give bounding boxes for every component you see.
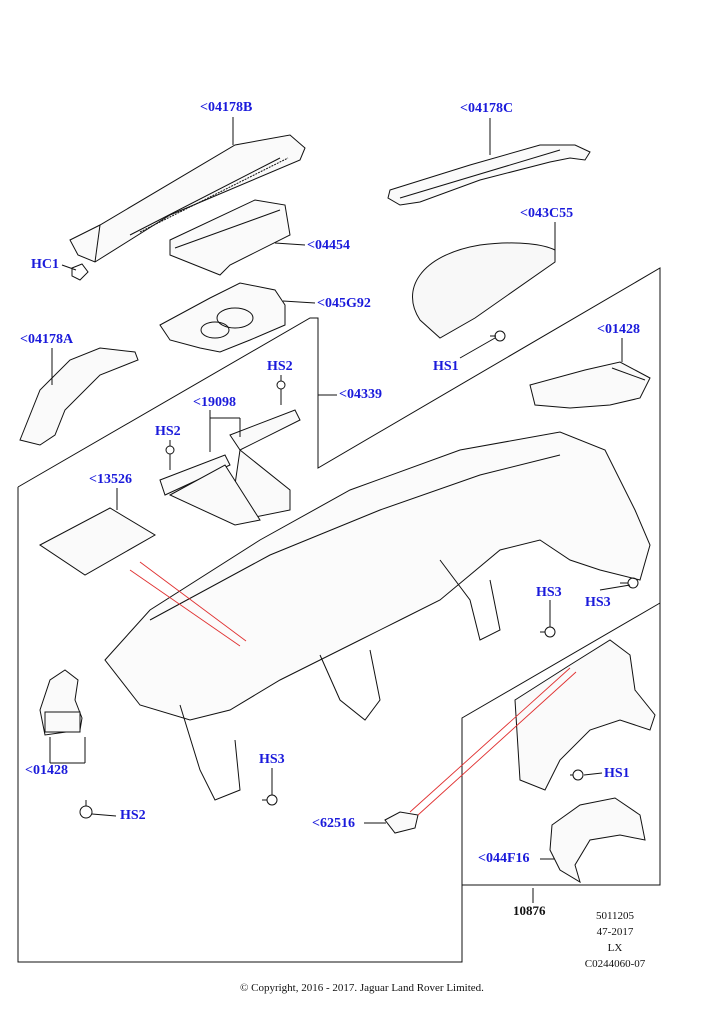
callout-HS1-low[interactable]: HS1 bbox=[604, 766, 630, 781]
callout-04178B[interactable]: <04178B bbox=[200, 100, 253, 115]
part-number-10876[interactable]: 10876 bbox=[513, 903, 546, 918]
trim-04178A[interactable] bbox=[19, 347, 139, 446]
cover-043C55[interactable] bbox=[412, 242, 556, 339]
callout-62516[interactable]: <62516 bbox=[312, 816, 355, 831]
callout-HS3-right[interactable]: HS3 bbox=[585, 595, 611, 610]
reference-line-3: LX bbox=[607, 942, 623, 954]
red-indicator-lines bbox=[129, 561, 577, 816]
callout-04178A[interactable]: <04178A bbox=[20, 332, 74, 347]
callout-044F16[interactable]: <044F16 bbox=[478, 851, 530, 866]
vent-01428-bottom[interactable] bbox=[39, 669, 83, 736]
callout-04454[interactable]: <04454 bbox=[307, 238, 350, 253]
top-strip-04178C[interactable] bbox=[387, 144, 591, 206]
bracket-19098[interactable] bbox=[159, 409, 301, 526]
callout-19098[interactable]: <19098 bbox=[193, 395, 236, 410]
switch-62516[interactable] bbox=[384, 811, 419, 834]
fastener-HS2-mid[interactable] bbox=[165, 445, 175, 470]
surround-10876[interactable] bbox=[514, 639, 656, 791]
callout-01428-top[interactable]: <01428 bbox=[597, 322, 640, 337]
reference-line-1: 5011205 bbox=[595, 910, 635, 922]
copyright-notice: © Copyright, 2016 - 2017. Jaguar Land Ro… bbox=[240, 982, 484, 994]
callout-HS2-top[interactable]: HS2 bbox=[267, 359, 293, 374]
callout-13526[interactable]: <13526 bbox=[89, 472, 132, 487]
callout-HS2-low[interactable]: HS2 bbox=[120, 808, 146, 823]
region-outline bbox=[17, 267, 661, 963]
fastener-HS1-top[interactable] bbox=[490, 330, 506, 342]
pad-13526[interactable] bbox=[39, 507, 156, 576]
lid-04454[interactable] bbox=[169, 199, 291, 276]
bracket-045G92[interactable] bbox=[159, 282, 286, 353]
callout-01428-bottom[interactable]: <01428 bbox=[25, 763, 68, 778]
fastener-HS3-low[interactable] bbox=[262, 794, 278, 806]
shroud-044F16[interactable] bbox=[549, 797, 646, 884]
fastener-HS2-low[interactable] bbox=[79, 800, 93, 819]
fastener-HS2-top[interactable] bbox=[276, 380, 286, 405]
reference-line-2: 47-2017 bbox=[596, 926, 634, 938]
callout-04339[interactable]: <04339 bbox=[339, 387, 382, 402]
reference-line-4: C0244060-07 bbox=[584, 958, 646, 970]
reference-block: 5011205 47-2017 LX C0244060-07 bbox=[555, 908, 675, 972]
callout-043C55[interactable]: <043C55 bbox=[520, 206, 574, 221]
vent-01428-top[interactable] bbox=[529, 361, 651, 409]
leader-lines bbox=[49, 117, 631, 903]
callout-HS3-low[interactable]: HS3 bbox=[259, 752, 285, 767]
callout-045G92[interactable]: <045G92 bbox=[317, 296, 371, 311]
callout-HC1[interactable]: HC1 bbox=[31, 257, 59, 272]
fastener-HS3-mid[interactable] bbox=[540, 626, 556, 638]
fastener-HS1-low[interactable] bbox=[570, 769, 584, 781]
callout-04178C[interactable]: <04178C bbox=[460, 101, 514, 116]
clip-HC1[interactable] bbox=[71, 263, 89, 281]
callout-HS1-top[interactable]: HS1 bbox=[433, 359, 459, 374]
top-cover-04178B[interactable] bbox=[69, 134, 306, 263]
callout-HS3-mid[interactable]: HS3 bbox=[536, 585, 562, 600]
callout-HS2-mid[interactable]: HS2 bbox=[155, 424, 181, 439]
fastener-HS3-right[interactable] bbox=[620, 577, 639, 589]
instrument-panel-main bbox=[104, 431, 651, 801]
